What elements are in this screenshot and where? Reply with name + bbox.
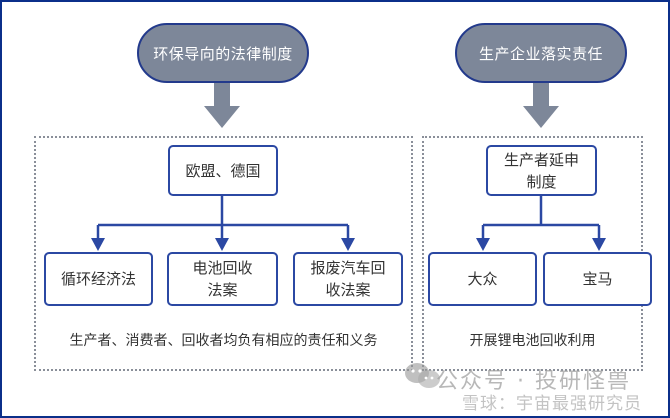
right-tree-lines: [481, 195, 601, 242]
left-root-box: 欧盟、德国: [168, 145, 278, 196]
right-caption: 开展锂电池回收利用: [469, 333, 596, 349]
arrowhead-left-1: [91, 238, 105, 251]
right-child-label-1: 大众: [467, 270, 498, 288]
right-root-label: 生产者延申 制度: [503, 150, 579, 191]
right-child-box-2: 宝马: [543, 252, 652, 306]
left-group-container: [34, 136, 413, 371]
left-child-label-3: 报废汽车回 收法案: [310, 259, 386, 299]
left-header-label: 环保导向的法律制度: [153, 44, 293, 63]
right-root-box: 生产者延申 制度: [486, 145, 597, 196]
arrowhead-left-3: [341, 238, 355, 251]
left-child-box-3: 报废汽车回 收法案: [293, 252, 403, 306]
left-caption: 生产者、消费者、回收者均负有相应的责任和义务: [69, 333, 378, 349]
right-child-label-2: 宝马: [582, 270, 613, 288]
left-child-label-2: 电池回收 法案: [192, 259, 253, 299]
left-child-box-1: 循环经济法: [44, 252, 153, 306]
left-child-box-2: 电池回收 法案: [167, 252, 278, 306]
arrowhead-right-1: [476, 238, 490, 251]
right-header-label: 生产企业落实责任: [478, 44, 603, 63]
right-tree-arrowheads: [476, 238, 606, 251]
arrowhead-left-2: [215, 238, 229, 251]
left-header-pill: 环保导向的法律制度: [137, 23, 309, 83]
right-child-box-1: 大众: [428, 252, 537, 306]
arrowhead-right-2: [592, 238, 606, 251]
left-root-label: 欧盟、德国: [185, 161, 261, 180]
right-header-arrow: [523, 82, 559, 128]
left-tree-arrowheads: [91, 238, 355, 251]
watermark-line-2: 雪球：宇宙最强研究员: [462, 394, 642, 414]
left-header-arrow: [204, 82, 240, 128]
left-tree-lines: [96, 195, 350, 242]
left-child-label-1: 循环经济法: [60, 270, 136, 288]
right-header-pill: 生产企业落实责任: [455, 23, 627, 83]
watermark-line-1: 公众号 · 投研怪兽: [436, 369, 631, 394]
wechat-icon: [405, 363, 440, 388]
